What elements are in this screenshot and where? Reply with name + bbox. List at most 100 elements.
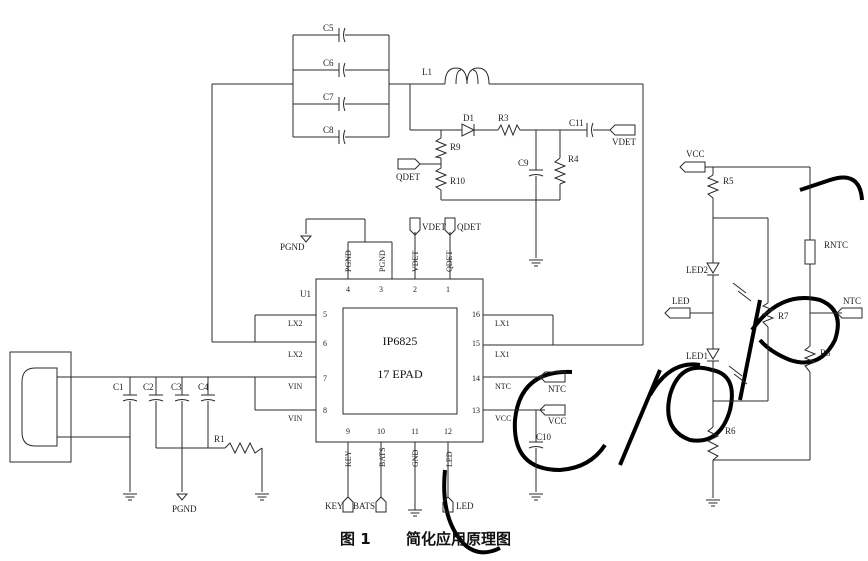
capacitor-c9 [528, 169, 544, 177]
label-c5: C5 [323, 23, 334, 33]
label-c2: C2 [143, 382, 154, 392]
led-led1 [706, 348, 748, 385]
ic-epad [342, 307, 458, 415]
label-l1: L1 [422, 67, 432, 77]
pin-12-name: LED [445, 451, 454, 467]
capacitor-c1 [122, 394, 138, 402]
label-r4: R4 [568, 154, 579, 164]
label-c11: C11 [569, 118, 584, 128]
label-key-port: KEY [325, 501, 344, 511]
resistor-r3 [497, 123, 521, 137]
label-qdet-top: QDET [457, 222, 481, 232]
capacitor-c3 [174, 394, 190, 402]
ground-icon [528, 259, 544, 267]
label-c3: C3 [171, 382, 182, 392]
label-d1: D1 [463, 113, 474, 123]
port-led [442, 496, 454, 513]
thermistor-rntc [804, 239, 816, 265]
pin-6-number: 6 [323, 339, 327, 348]
port-qdet-left [397, 158, 421, 170]
label-r6: R6 [725, 426, 736, 436]
pin-14-name: NTC [495, 382, 511, 391]
capacitor-c7 [338, 96, 346, 112]
figure-caption: 简化应用原理图 [406, 530, 511, 548]
pin-1-name: QDET [445, 251, 454, 272]
label-led-right: LED [672, 296, 690, 306]
label-led1: LED1 [686, 351, 708, 361]
ground-icon [407, 509, 423, 517]
ground-icon [528, 493, 544, 501]
resistor-r4 [553, 157, 567, 185]
right-pin-wires [483, 314, 643, 492]
pin-16-number: 16 [472, 310, 480, 319]
capacitor-c2 [148, 394, 164, 402]
capacitor-c8 [338, 129, 346, 145]
resistor-r7 [761, 302, 775, 328]
pin-3-name: PGND [378, 250, 387, 272]
led-network-wires [690, 166, 842, 498]
label-c9: C9 [518, 158, 529, 168]
top-wires [211, 34, 644, 345]
pgnd-ground-icon [176, 493, 188, 501]
capacitor-c6 [338, 62, 346, 78]
ic-body [315, 278, 484, 443]
port-vdet-top [409, 217, 421, 236]
pin-3-number: 3 [379, 285, 383, 294]
label-c1: C1 [113, 382, 124, 392]
label-vcc-right: VCC [686, 149, 705, 159]
port-vcc-pin [539, 404, 566, 416]
label-r5: R5 [723, 176, 734, 186]
input-wires [57, 314, 316, 492]
resistor-r8 [803, 345, 817, 373]
label-c8: C8 [323, 125, 334, 135]
crop-watermark [442, 175, 864, 555]
label-c6: C6 [323, 58, 334, 68]
ground-icon [122, 493, 138, 501]
port-vcc-right [679, 161, 706, 173]
label-vcc-pin: VCC [548, 416, 567, 426]
label-r7: R7 [778, 311, 789, 321]
pin-10-number: 10 [377, 427, 385, 436]
resistor-r1 [224, 441, 263, 455]
pin-5-name: LX2 [288, 319, 303, 328]
pin-1-number: 1 [446, 285, 450, 294]
ground-icon [254, 493, 270, 501]
pin-5-number: 5 [323, 310, 327, 319]
label-ntc-pin: NTC [548, 384, 566, 394]
port-ntc-pin [539, 371, 566, 383]
pin-10-name: BATS [378, 447, 387, 467]
pin-2-name: VDET [411, 251, 420, 272]
port-vdet-right [609, 124, 636, 136]
pin-15-number: 15 [472, 339, 480, 348]
label-r10: R10 [450, 176, 466, 186]
label-bats-port: BATS [353, 501, 375, 511]
ic-name: IP6825 [383, 334, 418, 348]
label-qdet-left: QDET [396, 172, 420, 182]
label-pgnd-bottom: PGND [172, 504, 197, 514]
pin-8-name: VIN [288, 414, 302, 423]
label-rntc: RNTC [824, 240, 848, 250]
resistor-r5 [706, 174, 720, 199]
port-qdet-top [444, 217, 456, 236]
label-r1: R1 [214, 434, 225, 444]
resistor-r10 [434, 167, 448, 191]
label-vdet-top: VDET [422, 222, 446, 232]
ic-ref: U1 [300, 289, 311, 299]
capacitor-c10 [528, 441, 544, 449]
label-c4: C4 [198, 382, 209, 392]
inductor-l1 [444, 67, 490, 85]
label-ntc-right: NTC [843, 296, 861, 306]
pin-4-name: PGND [344, 250, 353, 272]
pin-7-name: VIN [288, 382, 302, 391]
input-connector [9, 351, 72, 463]
label-pgnd-top: PGND [280, 242, 305, 252]
pin-11-number: 11 [411, 427, 419, 436]
pin-4-number: 4 [346, 285, 350, 294]
top-pin-wires [305, 218, 451, 279]
label-c7: C7 [323, 92, 334, 102]
pin-12-number: 12 [444, 427, 452, 436]
label-c10: C10 [536, 432, 552, 442]
pin-16-name: LX1 [495, 319, 510, 328]
pin-8-number: 8 [323, 406, 327, 415]
